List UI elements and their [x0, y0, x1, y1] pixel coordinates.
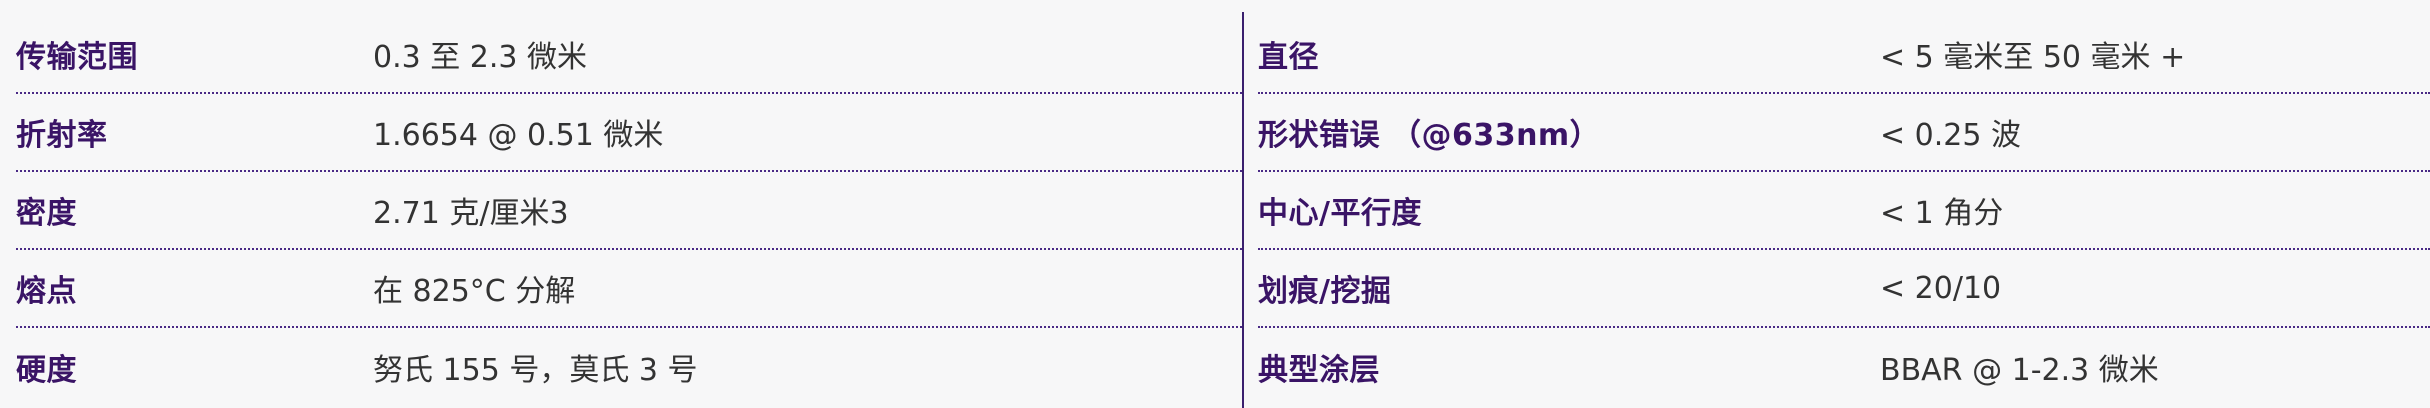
- spec-value: < 20/10: [1880, 270, 2002, 306]
- spec-column-left: 传输范围 0.3 至 2.3 微米 折射率 1.6654 @ 0.51 微米 密…: [16, 0, 1242, 406]
- spec-value: 0.3 至 2.3 微米: [373, 40, 588, 75]
- spec-row-surface-figure: 形状错误 （@633nm） < 0.25 波: [1258, 94, 2430, 172]
- column-divider: [1242, 12, 1244, 408]
- spec-column-right: 直径 < 5 毫米至 50 毫米 + 形状错误 （@633nm） < 0.25 …: [1242, 0, 2430, 408]
- spec-row-melting-point: 熔点 在 825°C 分解: [16, 250, 1242, 328]
- spec-value: 努氏 155 号，莫氏 3 号: [373, 353, 698, 388]
- spec-value: < 0.25 波: [1880, 118, 2022, 153]
- spec-value: < 5 毫米至 50 毫米 +: [1880, 40, 2186, 75]
- spec-row-hardness: 硬度 努氏 155 号，莫氏 3 号: [16, 328, 1242, 406]
- spec-label: 直径: [1258, 40, 1319, 75]
- spec-label: 传输范围: [16, 40, 138, 75]
- spec-label: 熔点: [16, 274, 77, 309]
- spec-value: BBAR @ 1-2.3 微米: [1880, 353, 2159, 388]
- spec-row-transmission-range: 传输范围 0.3 至 2.3 微米: [16, 0, 1242, 94]
- spec-row-refractive-index: 折射率 1.6654 @ 0.51 微米: [16, 94, 1242, 172]
- spec-label: 密度: [16, 196, 77, 231]
- spec-row-scratch-dig: 划痕/挖掘 < 20/10: [1258, 250, 2430, 328]
- spec-value: 1.6654 @ 0.51 微米: [373, 118, 664, 153]
- spec-row-centration-parallelism: 中心/平行度 < 1 角分: [1258, 172, 2430, 250]
- spec-label: 硬度: [16, 353, 77, 388]
- spec-value: < 1 角分: [1880, 196, 2004, 231]
- spec-value: 在 825°C 分解: [373, 274, 576, 309]
- spec-label: 典型涂层: [1258, 353, 1380, 388]
- spec-label: 形状错误 （@633nm）: [1258, 118, 1601, 153]
- spec-row-typical-coating: 典型涂层 BBAR @ 1-2.3 微米: [1258, 328, 2430, 406]
- spec-label: 划痕/挖掘: [1258, 274, 1392, 309]
- spec-row-diameter: 直径 < 5 毫米至 50 毫米 +: [1258, 0, 2430, 94]
- spec-row-density: 密度 2.71 克/厘米3: [16, 172, 1242, 250]
- spec-label: 中心/平行度: [1258, 196, 1422, 231]
- spec-label: 折射率: [16, 118, 108, 153]
- spec-value: 2.71 克/厘米3: [373, 196, 569, 231]
